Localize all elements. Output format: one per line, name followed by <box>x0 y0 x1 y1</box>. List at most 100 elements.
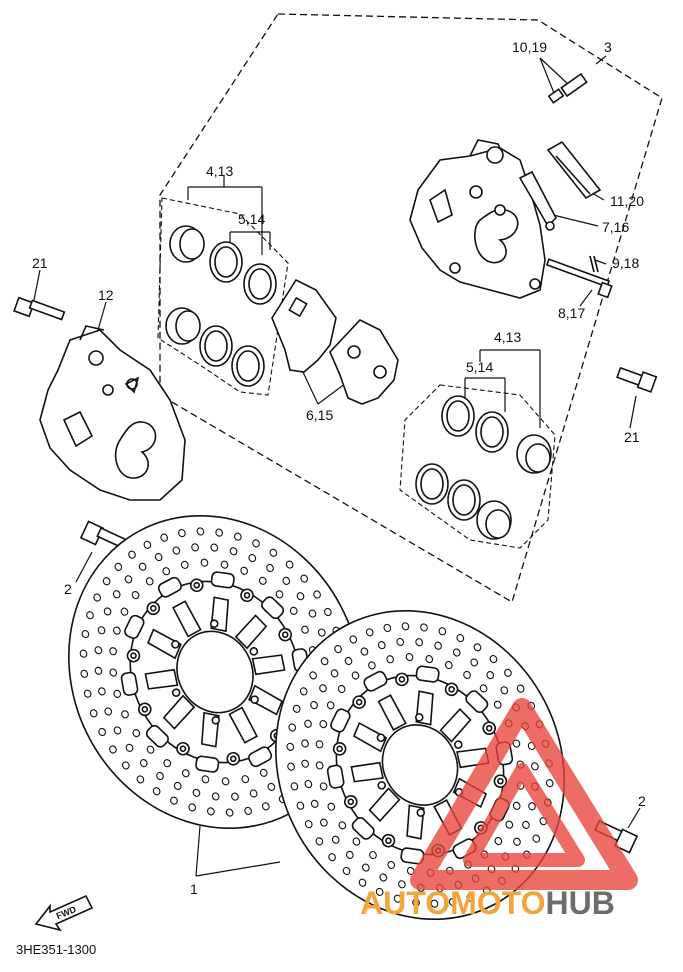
disc-drill-hole <box>200 558 209 567</box>
callout-4-13-top: 4,13 <box>206 163 233 179</box>
disc-drill-hole <box>320 657 329 666</box>
disc-rotor-tab <box>330 708 351 733</box>
callout-labels: 10,19 3 11,20 7,16 9,18 8,17 4,13 5,14 2… <box>32 39 646 897</box>
disc-rotor-tab <box>157 576 182 598</box>
disc-drill-hole <box>494 836 503 846</box>
disc-drill-hole <box>81 630 90 639</box>
disc-floating-button-center <box>497 777 504 785</box>
disc-drill-hole <box>430 899 439 908</box>
disc-drill-hole <box>317 628 326 637</box>
disc-floating-button-center <box>281 631 289 638</box>
disc-floating-button <box>226 751 241 766</box>
callout-7-16: 7,16 <box>602 219 629 235</box>
disc-drill-hole <box>94 646 103 655</box>
disc-drill-hole <box>285 560 294 569</box>
disc-drill-hole <box>304 719 312 728</box>
disc-drill-hole <box>240 566 249 575</box>
callout-10-19: 10,19 <box>512 39 547 55</box>
disc-hub-bolt-hole <box>171 640 180 649</box>
clip-part-9-18 <box>589 255 599 273</box>
disc-drill-hole <box>229 547 238 556</box>
disc-drill-hole <box>393 894 402 903</box>
disc-drill-hole <box>304 779 313 789</box>
disc-drill-hole <box>330 669 339 678</box>
disc-drill-hole <box>266 563 274 573</box>
disc-drill-hole <box>349 635 358 644</box>
disc-drill-hole <box>124 575 133 584</box>
disc-drill-hole <box>170 796 178 805</box>
disc-drill-hole <box>102 577 111 586</box>
disc-drill-hole <box>319 782 328 791</box>
disc-carrier-window <box>234 614 268 650</box>
bleed-screw-part-10-19 <box>547 72 588 104</box>
disc-drill-hole <box>288 723 297 732</box>
callout-9-18: 9,18 <box>612 255 639 271</box>
disc-drill-hole <box>89 709 98 718</box>
disc-drill-hole <box>323 607 332 617</box>
callout-6-15: 6,15 <box>306 407 333 423</box>
disc-drill-hole <box>299 687 308 696</box>
disc-drill-hole <box>98 727 107 737</box>
disc-drill-hole <box>396 637 405 647</box>
disc-rotor-tab <box>261 596 285 620</box>
disc-hub-bolt-hole <box>377 781 386 790</box>
disc-floating-button-center <box>355 698 363 706</box>
disc-rotor-tab <box>210 571 235 589</box>
disc-drill-hole <box>172 546 181 555</box>
disc-hub-bolt-hole <box>416 808 426 817</box>
disc-drill-hole <box>319 684 327 693</box>
disc-drill-hole <box>162 567 171 576</box>
disc-drill-hole <box>401 622 410 631</box>
disc-hub-bolt-hole <box>454 740 463 749</box>
disc-drill-hole <box>109 647 117 656</box>
pad-clip-part-7-16 <box>518 170 557 231</box>
disc-drill-hole <box>387 860 396 869</box>
callout-2-right: 2 <box>638 793 646 809</box>
disc-drill-hole <box>215 528 224 537</box>
disc-drill-hole <box>444 661 453 670</box>
disc-drill-hole <box>79 649 88 658</box>
disc-drill-hole <box>145 577 154 586</box>
disc-drill-hole <box>358 878 367 887</box>
disc-drill-hole <box>301 739 309 748</box>
piston-set-top <box>165 225 205 345</box>
disc-carrier-window <box>147 628 182 660</box>
disc-drill-hole <box>93 593 101 602</box>
disc-drill-hole <box>128 550 136 559</box>
seal-kit-box-top <box>157 197 289 396</box>
callout-8-17: 8,17 <box>558 305 585 321</box>
disc-drill-hole <box>377 641 386 650</box>
disc-drill-hole <box>267 782 276 791</box>
disc-drill-hole <box>365 628 374 637</box>
disc-hub-bolt-hole <box>414 713 424 722</box>
disc-carrier-window <box>415 690 434 726</box>
disc-drill-hole <box>479 684 488 693</box>
callout-21-left: 21 <box>32 255 48 271</box>
watermark-triangle <box>410 698 638 890</box>
disc-drill-hole <box>360 647 369 656</box>
disc-hub-bolt-hole <box>376 733 386 743</box>
disc-drill-hole <box>352 837 361 846</box>
disc-hub <box>176 630 254 714</box>
disc-drill-hole <box>315 740 324 749</box>
disc-drill-hole <box>466 893 475 902</box>
disc-drill-hole <box>152 787 161 796</box>
disc-floating-button <box>352 695 366 709</box>
pad-spring-part-11-20 <box>546 140 602 200</box>
disc-carrier-window <box>144 668 179 690</box>
disc-floating-button-center <box>193 581 201 589</box>
disc-floating-button <box>493 774 508 788</box>
disc-drill-hole <box>163 759 172 768</box>
disc-drill-hole <box>300 574 309 583</box>
disc-drill-hole <box>173 781 182 791</box>
disc-drill-hole <box>310 799 319 808</box>
disc-drill-hole <box>383 623 392 632</box>
disc-drill-hole <box>287 762 295 771</box>
disc-rotor-tab <box>124 614 145 639</box>
disc-drill-hole <box>301 625 309 634</box>
disc-carrier-window <box>200 711 220 748</box>
disc-drill-hole <box>452 648 461 657</box>
disc-drill-hole <box>398 880 406 889</box>
disc-drill-hole <box>309 671 317 680</box>
